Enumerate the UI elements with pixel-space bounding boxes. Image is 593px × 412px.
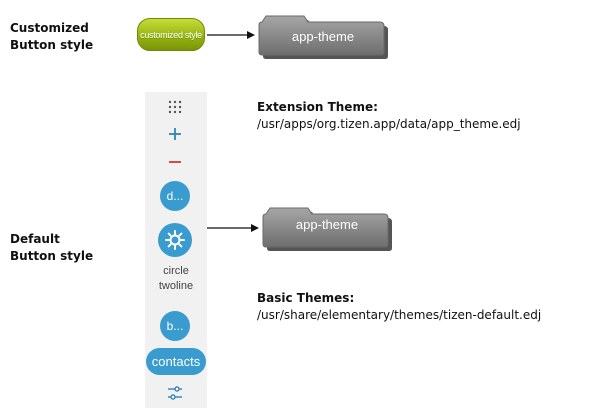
customized-label-line1: Customized	[10, 21, 89, 35]
default-label: Default Button style	[10, 231, 93, 265]
app-theme-folder-2: app-theme	[260, 206, 394, 252]
folder-label-2: app-theme	[295, 217, 359, 232]
folder-icon	[262, 207, 392, 251]
basic-themes-block: Basic Themes: /usr/share/elementary/them…	[257, 290, 541, 323]
arrow-to-app-theme-2	[207, 224, 259, 232]
basic-themes-path: /usr/share/elementary/themes/tizen-defau…	[257, 308, 542, 322]
d-button[interactable]: d...	[160, 181, 190, 211]
extension-theme-title: Extension Theme:	[257, 100, 378, 114]
customized-label: Customized Button style	[10, 20, 93, 54]
grid-icon[interactable]	[167, 99, 183, 115]
sliders-icon[interactable]	[167, 385, 183, 401]
default-label-line1: Default	[10, 232, 60, 246]
gear-icon	[165, 230, 185, 250]
extension-theme-block: Extension Theme: /usr/apps/org.tizen.app…	[257, 99, 521, 132]
plus-icon[interactable]	[167, 126, 183, 142]
contacts-button[interactable]: contacts	[146, 348, 206, 375]
circle-label-line1: circle	[163, 265, 189, 277]
circle-label-line2: twoline	[158, 280, 194, 292]
default-label-line2: Button style	[10, 249, 94, 263]
folder-label-1: app-theme	[291, 29, 355, 44]
circle-twoline-label: circle twoline	[150, 264, 202, 294]
basic-themes-title: Basic Themes:	[257, 291, 355, 305]
folder-icon	[258, 15, 388, 59]
customized-style-button[interactable]: customized style	[137, 18, 205, 51]
circle-twoline-button[interactable]	[158, 223, 192, 257]
app-theme-folder-1: app-theme	[256, 14, 390, 60]
arrow-to-app-theme-1	[207, 31, 255, 39]
minus-icon[interactable]	[167, 154, 183, 170]
b-button[interactable]: b...	[160, 311, 190, 341]
customized-label-line2: Button style	[10, 38, 94, 52]
extension-theme-path: /usr/apps/org.tizen.app/data/app_theme.e…	[257, 117, 521, 131]
